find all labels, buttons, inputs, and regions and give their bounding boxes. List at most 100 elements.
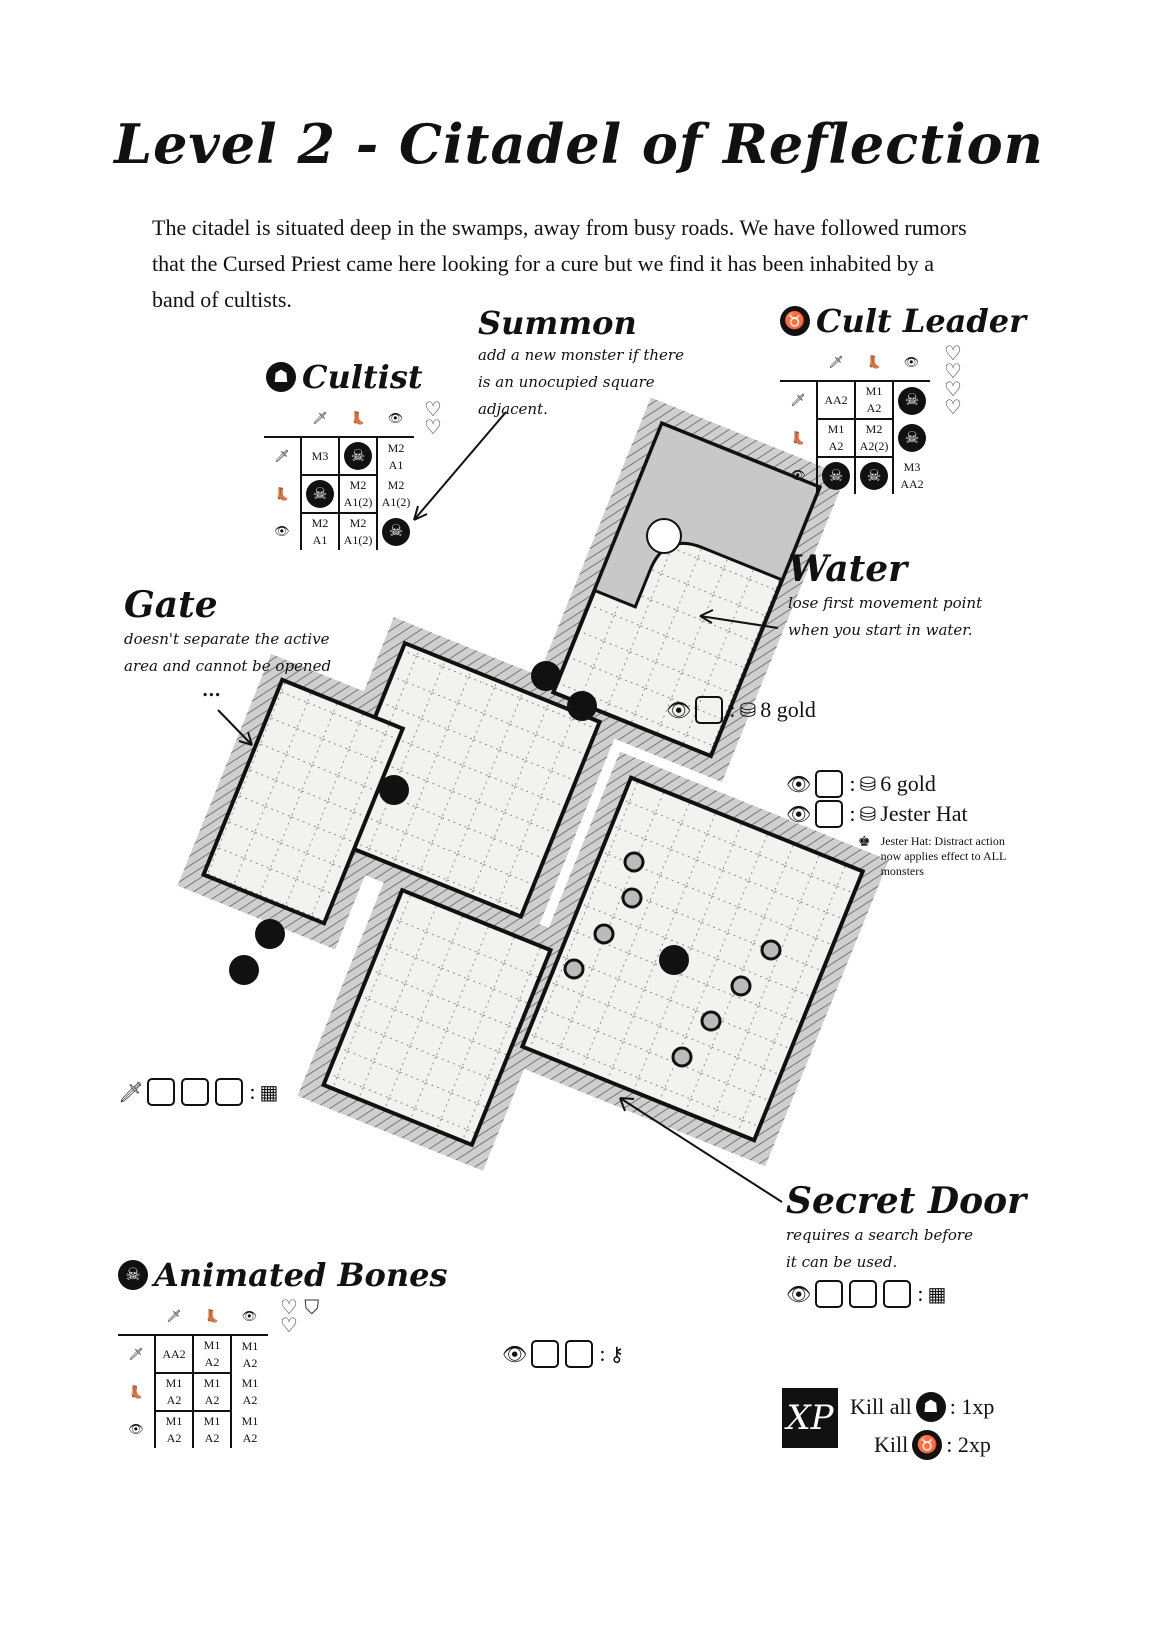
eye-icon: 👁 — [893, 344, 930, 382]
eye-icon: 👁 — [786, 803, 812, 826]
cultist-name: Cultist — [302, 358, 423, 396]
sword-icon: 🗡 — [780, 381, 818, 419]
pillars — [563, 851, 782, 1068]
gate-title: Gate — [124, 584, 218, 626]
gate-unlock: 🗡 :▦ — [118, 1078, 279, 1106]
loot-room-east: 👁 : ⛁ 6 gold 👁 : ⛁ Jester Hat ♚ Jester H… — [786, 770, 1011, 879]
cultist-hearts: ♡♡ — [424, 397, 442, 439]
coins-icon: ⛁ — [859, 773, 877, 796]
secret-door-title: Secret Door — [786, 1180, 1027, 1222]
xp-panel: XP Kill all ☗ : 1xp Kill ♉ : 2xp — [782, 1388, 994, 1464]
water-title: Water — [788, 548, 908, 590]
loot-6-gold: 👁 : ⛁ 6 gold — [786, 770, 936, 798]
boot-icon: 👢 — [780, 419, 818, 457]
map-tokens — [229, 518, 689, 985]
skull-icon: ☠ — [893, 419, 930, 457]
skull-icon: ☠ — [817, 457, 856, 494]
sword-icon: 🗡 — [264, 437, 302, 475]
secret-door-text: requires a search before it can be used. — [786, 1226, 973, 1271]
sword-icon: 🗡 — [155, 1298, 193, 1336]
room-east — [519, 775, 866, 1143]
eye-icon: 👁 — [231, 1298, 268, 1336]
skull-icon: ☠ — [301, 475, 340, 514]
xp-logo: XP — [782, 1388, 838, 1448]
loot-label: 8 gold — [760, 697, 816, 722]
boot-icon: 👢 — [118, 1373, 156, 1411]
coins-icon: ⛁ — [859, 803, 877, 826]
key-icon: ⚷ — [609, 1343, 625, 1366]
loot-label: Jester Hat — [880, 801, 968, 826]
eye-icon: 👁 — [786, 773, 812, 796]
checkbox[interactable] — [815, 1280, 844, 1308]
water-callout: Water lose first movement point when you… — [788, 548, 988, 644]
summon-callout: Summon add a new monster if there is an … — [478, 304, 688, 423]
xp-kill-reward: : 2xp — [946, 1432, 991, 1457]
checkbox[interactable] — [181, 1078, 210, 1106]
cultist-icon: ☗ — [266, 362, 296, 392]
eye-icon: 👁 — [502, 1343, 528, 1366]
cult-leader-hearts: ♡♡♡♡ — [944, 341, 962, 419]
checkbox[interactable] — [883, 1280, 912, 1308]
checkbox[interactable] — [815, 800, 844, 828]
animated-bones-name: Animated Bones — [154, 1256, 448, 1294]
coins-icon: ⛁ — [739, 699, 757, 722]
page-title: Level 2 - Citadel of Reflection — [114, 112, 1044, 176]
boot-icon: 👢 — [855, 344, 893, 382]
callout-arrows — [217, 411, 783, 1203]
boot-icon: 👢 — [264, 475, 302, 513]
jester-hat-desc: Jester Hat: Distract action now applies … — [880, 834, 1006, 878]
skull-icon: ☠ — [855, 457, 894, 494]
eye-icon: 👁 — [264, 513, 302, 550]
eye-icon: 👁 — [118, 1411, 156, 1448]
xp-kill-all: Kill all ☗ : 1xp — [850, 1388, 994, 1426]
loot-8-gold: 👁 : ⛁ 8 gold — [666, 696, 816, 724]
checkbox[interactable] — [565, 1340, 594, 1368]
room-west — [200, 677, 406, 926]
checkbox[interactable] — [147, 1078, 176, 1106]
jester-hat-info: ♚ Jester Hat: Distract action now applie… — [858, 834, 1011, 879]
intro-text: The citadel is situated deep in the swam… — [152, 215, 967, 312]
checkbox[interactable] — [849, 1280, 878, 1308]
skull-icon: ☠ — [118, 1260, 148, 1290]
secret-door-callout: Secret Door requires a search before it … — [786, 1180, 1026, 1308]
checkbox[interactable] — [215, 1078, 244, 1106]
checkbox[interactable] — [531, 1340, 560, 1368]
eye-icon: 👁 — [786, 1283, 812, 1306]
gate-callout: Gate doesn't separate the active area an… — [124, 584, 334, 701]
skull-icon: ☠ — [377, 513, 414, 550]
stat-cell: AA2 — [817, 381, 856, 420]
checkbox[interactable] — [695, 696, 724, 724]
boot-icon: 👢 — [339, 400, 377, 438]
eye-icon: 👁 — [780, 457, 818, 494]
xp-kill-all-label: Kill all — [850, 1394, 912, 1419]
eye-icon: 👁 — [377, 400, 414, 438]
summon-title: Summon — [478, 304, 637, 342]
sword-icon: 🗡 — [118, 1335, 156, 1373]
skull-icon: ☠ — [339, 437, 378, 476]
cultist-icon: ☗ — [915, 1392, 946, 1422]
checkbox[interactable] — [815, 770, 844, 798]
demon-icon: ♉ — [780, 306, 810, 336]
loot-label: 6 gold — [880, 771, 936, 796]
gate-text: doesn't separate the active area and can… — [124, 630, 332, 675]
jester-hat-icon: ♚ — [858, 834, 871, 850]
door-icon: ▦ — [927, 1283, 947, 1306]
